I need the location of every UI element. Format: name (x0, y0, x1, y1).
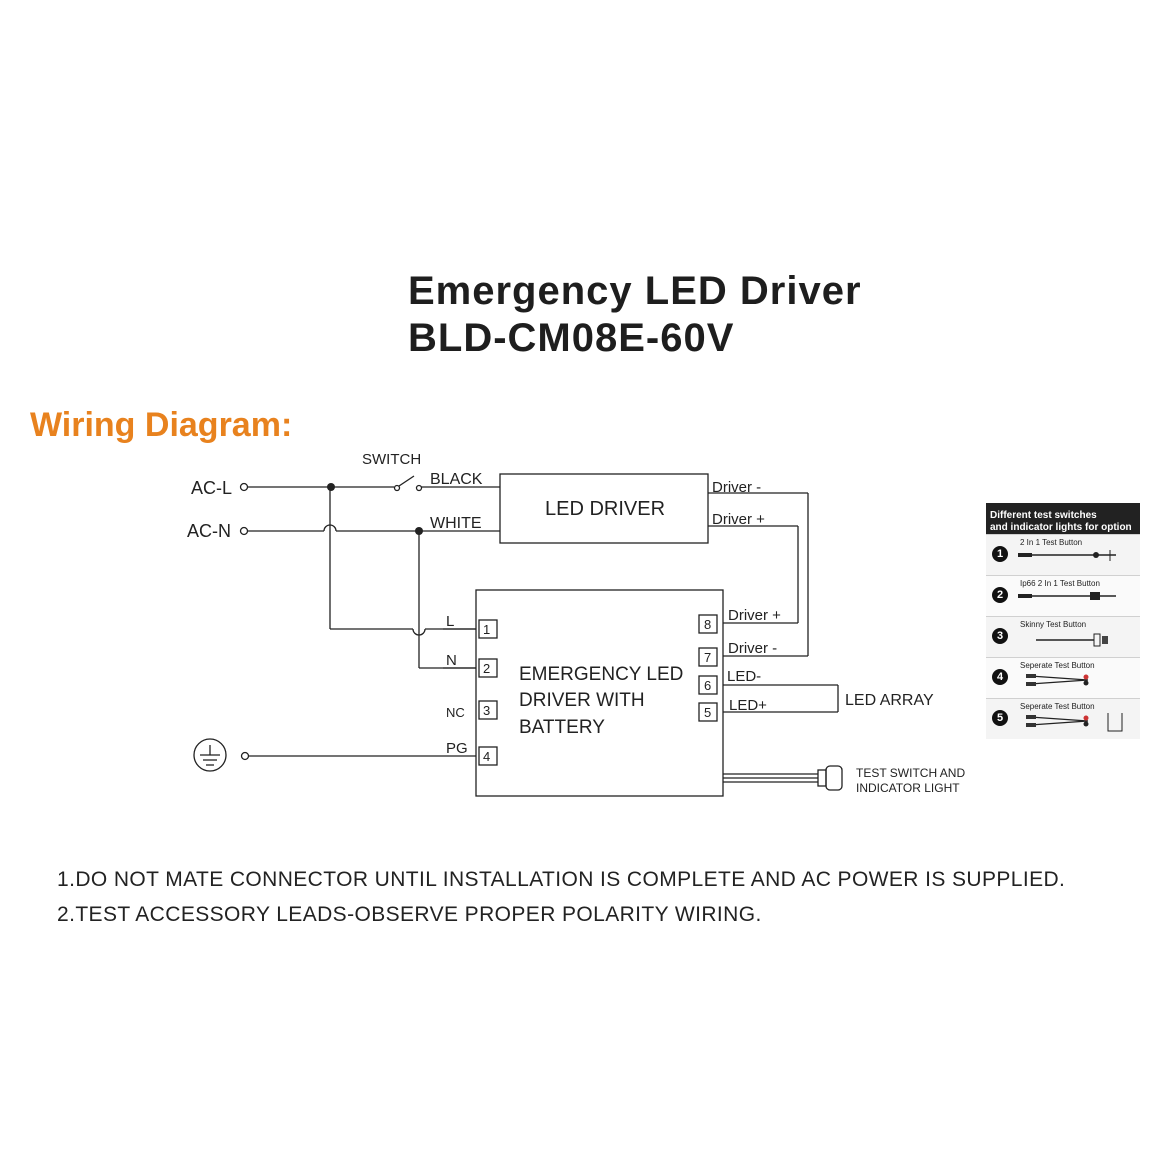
ac-n-label: AC-N (187, 521, 231, 541)
terminal-3 (478, 700, 498, 720)
terminal-5 (698, 702, 718, 722)
page-title: Emergency LED Driver (408, 269, 862, 313)
option-item: 1 2 In 1 Test Button (986, 534, 1140, 575)
terminal-l-label: L (446, 613, 454, 630)
option-number-icon: 5 (992, 710, 1008, 726)
emergency-label-line2: DRIVER WITH (519, 690, 645, 711)
option-number-icon: 3 (992, 628, 1008, 644)
terminal-8-num: 8 (704, 617, 711, 632)
driver-plus-out-label: Driver + (712, 511, 765, 528)
terminal-8 (698, 614, 718, 634)
option-number-icon: 1 (992, 546, 1008, 562)
option-label: Seperate Test Button (1020, 661, 1095, 670)
ac-n-terminal (239, 526, 249, 536)
model-number: BLD-CM08E-60V (408, 316, 735, 360)
switch-lever (398, 475, 415, 487)
option-number-icon: 2 (992, 587, 1008, 603)
led-driver-label: LED DRIVER (545, 498, 665, 520)
switch-label: SWITCH (362, 451, 421, 468)
wire-white-label: WHITE (430, 515, 482, 532)
terminal-1-num: 1 (483, 622, 490, 637)
driver-plus-in-label: Driver + (728, 607, 781, 624)
pg-terminal (240, 751, 250, 761)
driver-minus-out-label: Driver - (712, 479, 761, 496)
switch-contact-icon (393, 484, 401, 492)
terminal-n-label: N (446, 652, 457, 669)
test-button-cable-icon (1018, 592, 1116, 600)
option-label: 2 In 1 Test Button (1020, 538, 1083, 547)
option-item: 4 Seperate Test Button (986, 657, 1140, 698)
test-switch-icon (825, 765, 843, 791)
switch-contact-icon (415, 484, 423, 492)
test-switch-label-line1: TEST SWITCH AND (856, 766, 965, 780)
terminal-7 (698, 647, 718, 667)
option-item: 2 Ip66 2 In 1 Test Button (986, 575, 1140, 616)
terminal-6-num: 6 (704, 678, 711, 693)
terminal-2 (478, 658, 498, 678)
note-line: 2.TEST ACCESSORY LEADS-OBSERVE PROPER PO… (57, 903, 762, 926)
test-switch-body (817, 769, 827, 787)
options-panel-header: Different test switches and indicator li… (986, 503, 1140, 534)
option-number-icon: 4 (992, 669, 1008, 685)
note-line: 1.DO NOT MATE CONNECTOR UNTIL INSTALLATI… (57, 868, 1066, 891)
junction-dot (415, 527, 423, 535)
led-driver-box (499, 473, 709, 544)
option-item: 3 Skinny Test Button (986, 616, 1140, 657)
test-switch-label-line2: INDICATOR LIGHT (856, 781, 960, 795)
terminal-4 (478, 746, 498, 766)
led-array-label: LED ARRAY (845, 692, 934, 709)
test-button-cable-icon (1026, 713, 1123, 732)
emergency-label-line1: EMERGENCY LED (519, 664, 683, 685)
driver-minus-in-label: Driver - (728, 640, 777, 657)
terminal-pg-label: PG (446, 740, 468, 757)
ac-l-terminal (239, 482, 249, 492)
options-header-line1: Different test switches (990, 510, 1097, 521)
terminal-3-num: 3 (483, 703, 490, 718)
terminal-5-num: 5 (704, 705, 711, 720)
terminal-1 (478, 619, 498, 639)
test-button-cable-icon (1018, 550, 1116, 561)
terminal-2-num: 2 (483, 661, 490, 676)
option-label: Skinny Test Button (1020, 620, 1087, 629)
emergency-driver-box (475, 589, 724, 797)
ac-l-label: AC-L (191, 478, 232, 498)
test-button-cable-icon (1026, 674, 1089, 686)
emergency-label-line3: BATTERY (519, 717, 605, 738)
option-label: Ip66 2 In 1 Test Button (1020, 579, 1100, 588)
ground-icon (193, 738, 227, 772)
section-title: Wiring Diagram: (30, 406, 293, 444)
test-switch-options-panel: Different test switches and indicator li… (986, 503, 1140, 743)
terminal-nc-label: NC (446, 705, 465, 720)
junction-dot (327, 483, 335, 491)
option-item: 5 Seperate Test Button (986, 698, 1140, 739)
terminal-4-num: 4 (483, 749, 490, 764)
led-plus-label: LED+ (729, 697, 767, 714)
option-label: Seperate Test Button (1020, 702, 1095, 711)
led-minus-label: LED- (727, 668, 761, 685)
test-button-cable-icon (1036, 633, 1108, 647)
terminal-7-num: 7 (704, 650, 711, 665)
terminal-6 (698, 675, 718, 695)
options-header-line2: and indicator lights for option (990, 522, 1132, 533)
wire-black-label: BLACK (430, 471, 483, 488)
